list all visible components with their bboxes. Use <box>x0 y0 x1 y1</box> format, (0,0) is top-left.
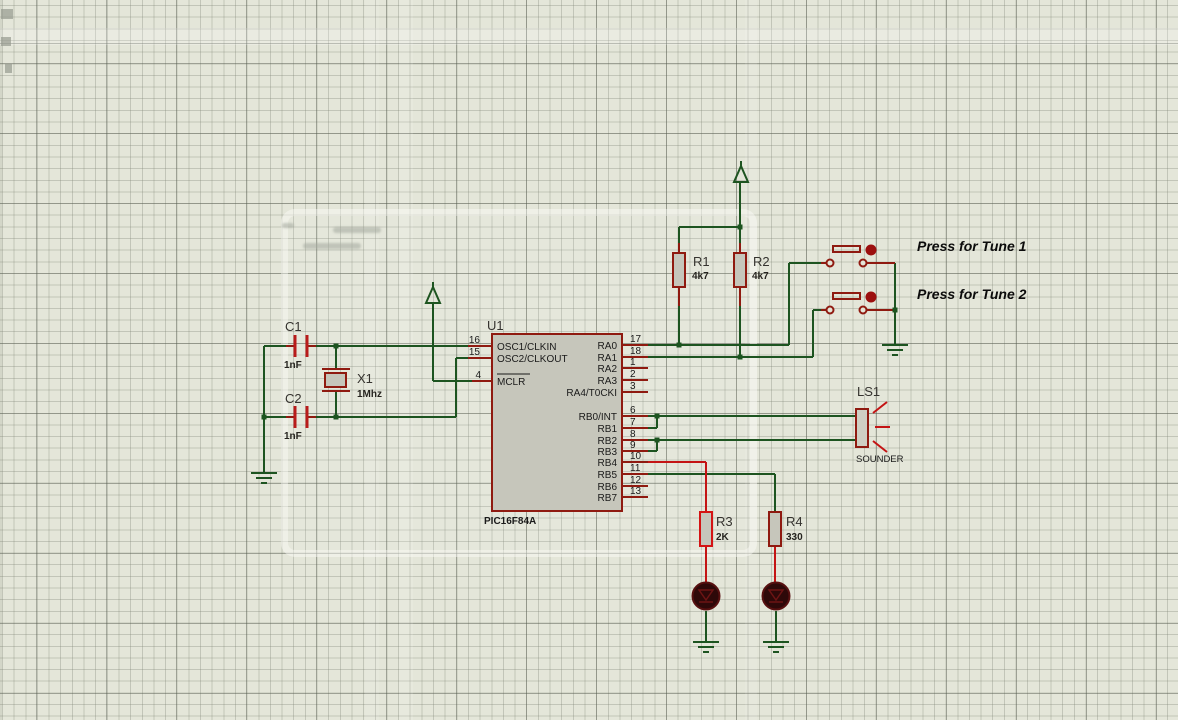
junction-dots <box>261 224 898 443</box>
ground-symbol[interactable] <box>693 641 719 653</box>
watermark-smudge <box>282 223 294 228</box>
value-label: 4k7 <box>752 271 769 282</box>
push-button-tune2[interactable] <box>825 291 877 315</box>
value-label: 1nF <box>284 360 302 371</box>
watermark-smudge <box>303 243 361 249</box>
led-1[interactable] <box>691 581 721 611</box>
value-label: 2K <box>716 532 730 543</box>
pin-number: 11 <box>630 463 641 474</box>
ref-label: C2 <box>285 391 302 406</box>
wire-ra-net[interactable] <box>648 262 822 358</box>
value-label: 1nF <box>284 431 302 442</box>
ref-label: R1 <box>693 254 710 269</box>
value-label: 4k7 <box>692 271 709 282</box>
value-label: 1Mhz <box>357 389 382 400</box>
pin-number: 10 <box>630 451 642 462</box>
pin-number: 4 <box>475 370 481 381</box>
pin-name: RB1 <box>598 424 618 435</box>
pin-name: RB2 <box>598 436 618 447</box>
pin-number: 3 <box>630 381 636 392</box>
led-2[interactable] <box>761 581 791 611</box>
power-terminal[interactable] <box>424 282 442 304</box>
part-label: PIC16F84A <box>484 516 536 527</box>
pin-stubs[interactable] <box>286 243 895 498</box>
pin-number: 1 <box>630 357 636 368</box>
ground-symbol[interactable] <box>763 641 789 653</box>
sounder-ls1[interactable]: LS1 SOUNDER <box>855 384 904 465</box>
ref-label: R4 <box>786 514 803 529</box>
pin-name: RA4/T0CKI <box>566 388 617 399</box>
resistor-r4[interactable]: R4 330 <box>768 511 803 547</box>
ref-label: U1 <box>487 318 504 333</box>
resistor-r1[interactable]: R1 4k7 <box>672 252 710 288</box>
ground-symbol[interactable] <box>882 344 908 356</box>
button-knob[interactable] <box>865 244 877 256</box>
pin-number: 17 <box>630 334 642 345</box>
ref-label: C1 <box>285 319 302 334</box>
wire-rb4-active[interactable] <box>648 461 776 582</box>
ref-label: R3 <box>716 514 733 529</box>
wires[interactable] <box>263 182 896 642</box>
pin-name: RB5 <box>598 470 618 481</box>
sound-waves-icon <box>872 401 890 453</box>
pin-name: RA3 <box>598 376 618 387</box>
pin-number: 13 <box>630 486 642 497</box>
crystal-x1[interactable]: X1 1Mhz <box>322 368 382 400</box>
ground-symbol[interactable] <box>251 472 277 484</box>
pin-number: 16 <box>469 335 481 346</box>
wire-rb-net[interactable] <box>648 415 856 512</box>
pin-name: OSC2/CLKOUT <box>497 354 568 365</box>
pin-name: RB3 <box>598 447 618 458</box>
ic-u1[interactable]: U1 PIC16F84A OSC1/CLKIN OSC2/CLKOUT MCLR… <box>469 318 642 527</box>
pin-name: RA0 <box>598 341 618 352</box>
pin-number: 2 <box>630 369 636 380</box>
power-terminal[interactable] <box>732 161 750 183</box>
resistor-r2[interactable]: R2 4k7 <box>733 252 770 288</box>
annotation-tune1: Press for Tune 1 <box>917 238 1027 254</box>
pin-name: RB6 <box>598 482 618 493</box>
pin-name: MCLR <box>497 377 525 388</box>
push-button-tune1[interactable] <box>825 244 877 268</box>
pin-number: 12 <box>630 475 642 486</box>
pin-name: RA1 <box>598 353 618 364</box>
value-label: 330 <box>786 532 803 543</box>
type-label: SOUNDER <box>856 454 904 465</box>
ref-label: LS1 <box>857 384 880 399</box>
resistor-r3[interactable]: R3 2K <box>699 511 733 547</box>
wire-vdd-net[interactable] <box>678 182 741 357</box>
pin-name: RB7 <box>598 493 618 504</box>
ref-label: R2 <box>753 254 770 269</box>
pin-number: 9 <box>630 440 636 451</box>
pin-name: OSC1/CLKIN <box>497 342 556 353</box>
pin-number: 6 <box>630 405 636 416</box>
button-knob[interactable] <box>865 291 877 303</box>
watermark-smudge <box>333 227 381 233</box>
ref-label: X1 <box>357 371 373 386</box>
wire-ground-net[interactable] <box>705 263 896 642</box>
pin-number: 7 <box>630 417 636 428</box>
pin-name: RA2 <box>598 364 618 375</box>
capacitor-c2[interactable]: C2 1nF <box>284 391 309 442</box>
pin-name: RB4 <box>598 458 618 469</box>
pin-number: 18 <box>630 346 642 357</box>
annotation-tune2: Press for Tune 2 <box>917 286 1027 302</box>
pin-number: 15 <box>469 347 481 358</box>
pin-name: RB0/INT <box>579 412 617 423</box>
capacitor-c1[interactable]: C1 1nF <box>284 319 309 371</box>
pin-number: 8 <box>630 429 636 440</box>
